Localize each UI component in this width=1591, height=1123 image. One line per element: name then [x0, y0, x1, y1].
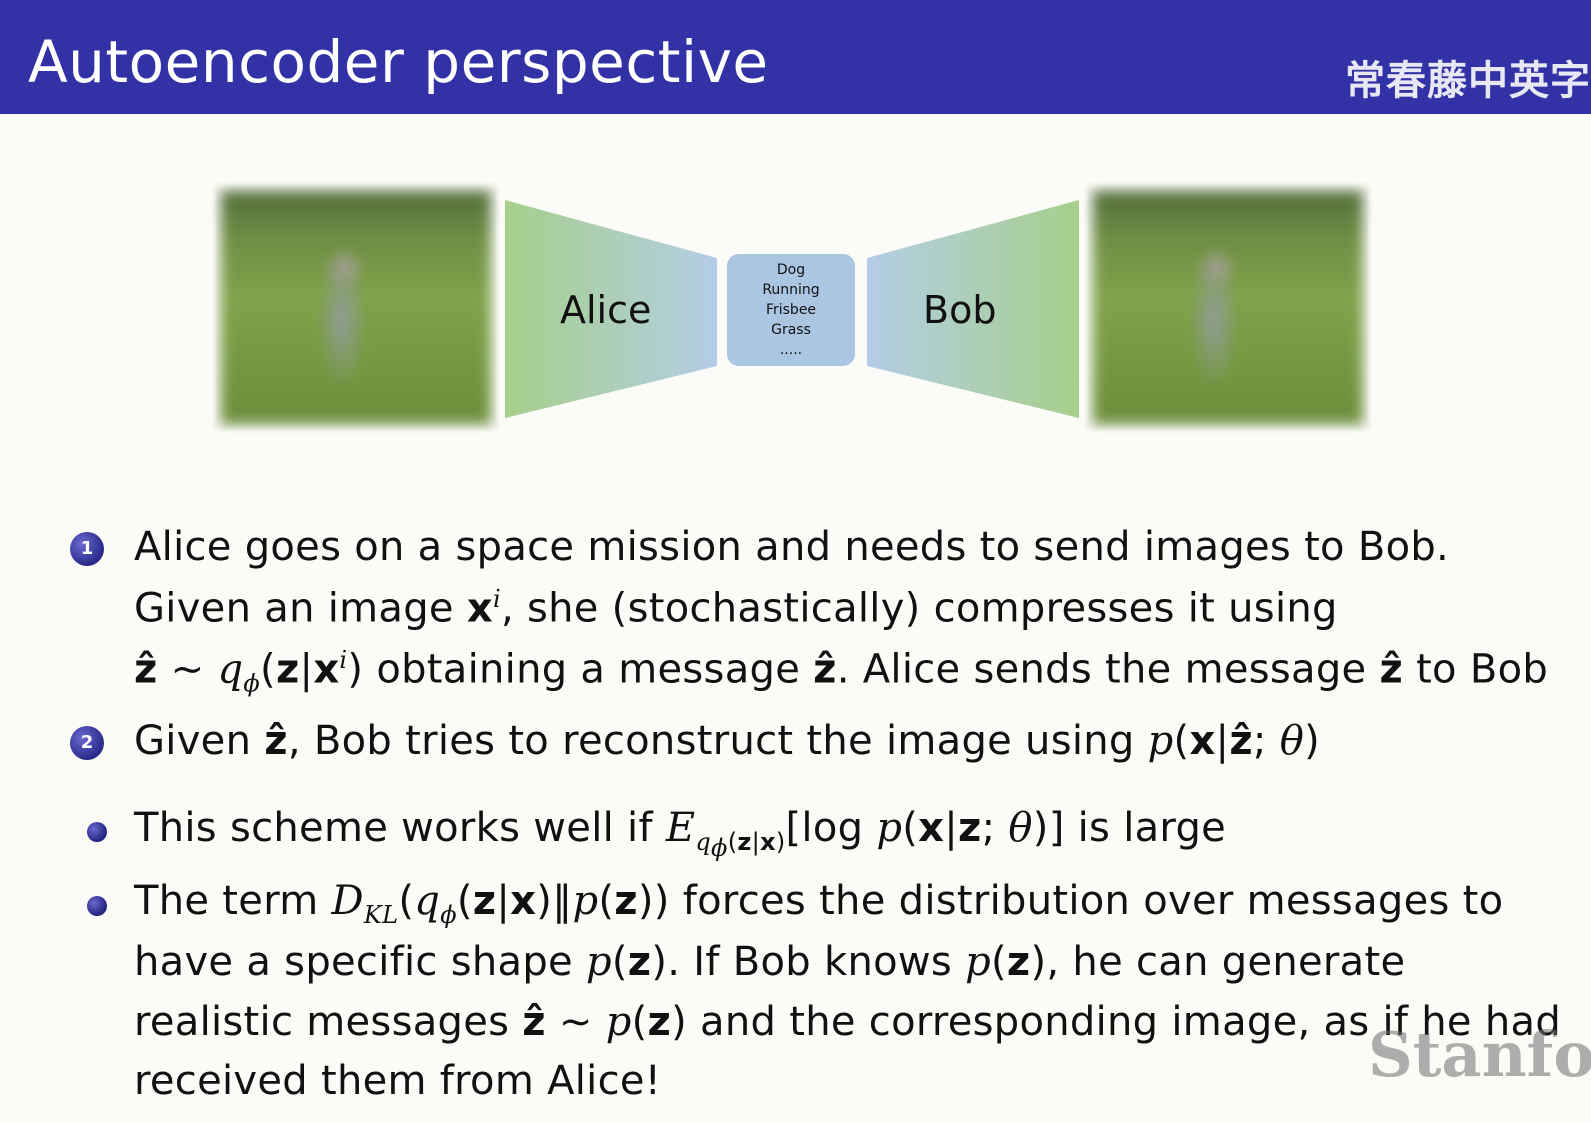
message-box: Dog Running Frisbee Grass .....	[727, 254, 855, 366]
message-word: Frisbee	[765, 302, 817, 318]
encoder-shape	[505, 200, 717, 418]
decoder-label: Bob	[923, 288, 997, 332]
step-1-line-3: ẑ ∼ qϕ(z|xi) obtaining a message ẑ. Alic…	[134, 646, 1549, 698]
subtitle-watermark: 常春藤中英字	[1345, 58, 1591, 104]
reconstructed-image	[1087, 185, 1369, 430]
stanford-watermark: Stanfo	[1368, 1018, 1591, 1091]
bullet-1-line-1: This scheme works well if Eqϕ(z|x)[log p…	[134, 805, 1227, 862]
step-2-line-1: Given ẑ, Bob tries to reconstruct the im…	[134, 718, 1321, 764]
bullet-2	[87, 896, 107, 916]
step-marker-2: 2	[70, 726, 104, 760]
message-word: .....	[779, 342, 803, 358]
decoder-shape	[867, 200, 1079, 418]
step-marker-1: 1	[70, 532, 104, 566]
message-word: Grass	[771, 322, 811, 338]
step-1-line-1: Alice goes on a space mission and needs …	[134, 524, 1450, 570]
bullet-2-line-3: realistic messages ẑ ∼ p(z) and the corr…	[134, 999, 1562, 1045]
bullet-1	[87, 822, 107, 842]
step-1-line-2: Given an image xi, she (stochastically) …	[134, 585, 1338, 632]
slide-header: Autoencoder perspective 常春藤中英字	[0, 0, 1591, 114]
slide-title: Autoencoder perspective	[28, 28, 769, 96]
encoder-label: Alice	[560, 288, 652, 332]
message-word: Dog	[776, 262, 806, 278]
input-image	[215, 185, 497, 430]
bullet-2-line-2: have a specific shape p(z). If Bob knows…	[134, 939, 1406, 985]
bullet-2-line-1: The term DKL(qϕ(z|x)‖p(z)) forces the di…	[134, 878, 1504, 929]
message-word: Running	[762, 282, 820, 298]
bullet-2-line-4: received them from Alice!	[134, 1058, 662, 1104]
autoencoder-diagram: Alice Dog Running Frisbee Grass ..... Bo…	[0, 0, 1591, 470]
